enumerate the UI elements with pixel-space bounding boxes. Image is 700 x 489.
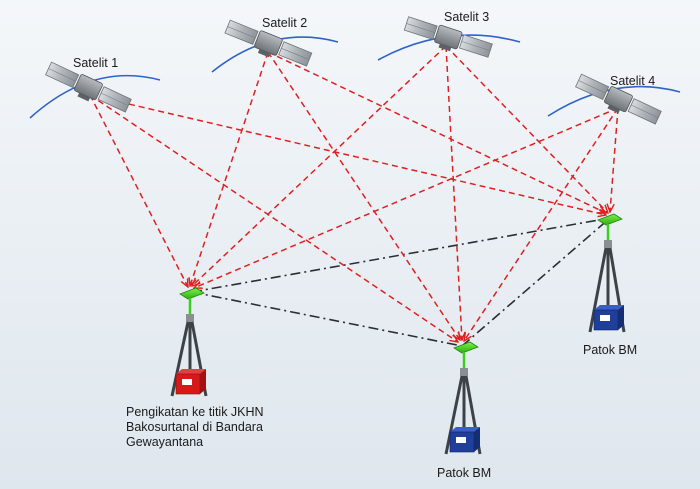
signal-sat2-bm-middle xyxy=(267,51,460,340)
station-bm-right-caption-line-1: Patok BM xyxy=(583,343,638,357)
benchmark-box xyxy=(449,427,480,453)
signal-sat3-jkhn xyxy=(192,45,447,286)
station-bm-middle-caption: Patok BM xyxy=(437,466,491,481)
station-jkhn-caption-line-1: Pengikatan ke titik JKHN xyxy=(126,405,264,419)
signal-sat1-bm-middle xyxy=(89,94,458,342)
satellite-3 xyxy=(403,16,493,58)
station-bm-right xyxy=(588,213,626,333)
signal-sat2-jkhn xyxy=(190,51,269,286)
satellite-1-label: Satelit 1 xyxy=(73,56,119,70)
satellite-4-label: Satelit 4 xyxy=(610,74,656,88)
baseline-jkhn-bm-right xyxy=(191,217,611,293)
signal-sat3-bm-middle xyxy=(445,45,462,340)
benchmark-box xyxy=(593,305,624,331)
signal-sat4-bm-right xyxy=(610,107,619,212)
signal-lines xyxy=(89,45,619,342)
station-jkhn-caption-line-2: Bakosurtanal di Bandara xyxy=(126,420,263,434)
signal-sat2-bm-right xyxy=(267,51,606,213)
station-jkhn xyxy=(170,287,208,397)
satellite-2 xyxy=(224,19,313,67)
signal-sat1-bm-right xyxy=(89,94,606,215)
satellite-2-label: Satelit 2 xyxy=(262,16,308,30)
signal-sat3-bm-right xyxy=(445,45,608,213)
satellite-1 xyxy=(45,61,132,113)
satellite-4 xyxy=(575,73,662,125)
station-jkhn-caption-line-3: Gewayantana xyxy=(126,435,204,449)
station-bm-middle-caption-line-1: Patok BM xyxy=(437,466,492,480)
antenna-icon xyxy=(597,213,623,226)
antenna-icon xyxy=(453,341,479,354)
baseline-bm-middle-bm-right xyxy=(461,217,611,347)
station-bm-middle xyxy=(444,341,482,455)
station-bm-right-caption: Patok BM xyxy=(583,343,637,358)
satellite-3-label: Satelit 3 xyxy=(444,10,490,24)
signal-sat4-jkhn xyxy=(194,107,619,288)
baselines xyxy=(191,217,611,347)
benchmark-box xyxy=(175,369,206,395)
signal-sat1-jkhn xyxy=(89,94,188,287)
signal-sat4-bm-middle xyxy=(464,107,619,341)
antenna-icon xyxy=(179,287,205,300)
station-jkhn-caption: Pengikatan ke titik JKHN Bakosurtanal di… xyxy=(126,405,264,450)
baseline-jkhn-bm-middle xyxy=(191,291,463,347)
